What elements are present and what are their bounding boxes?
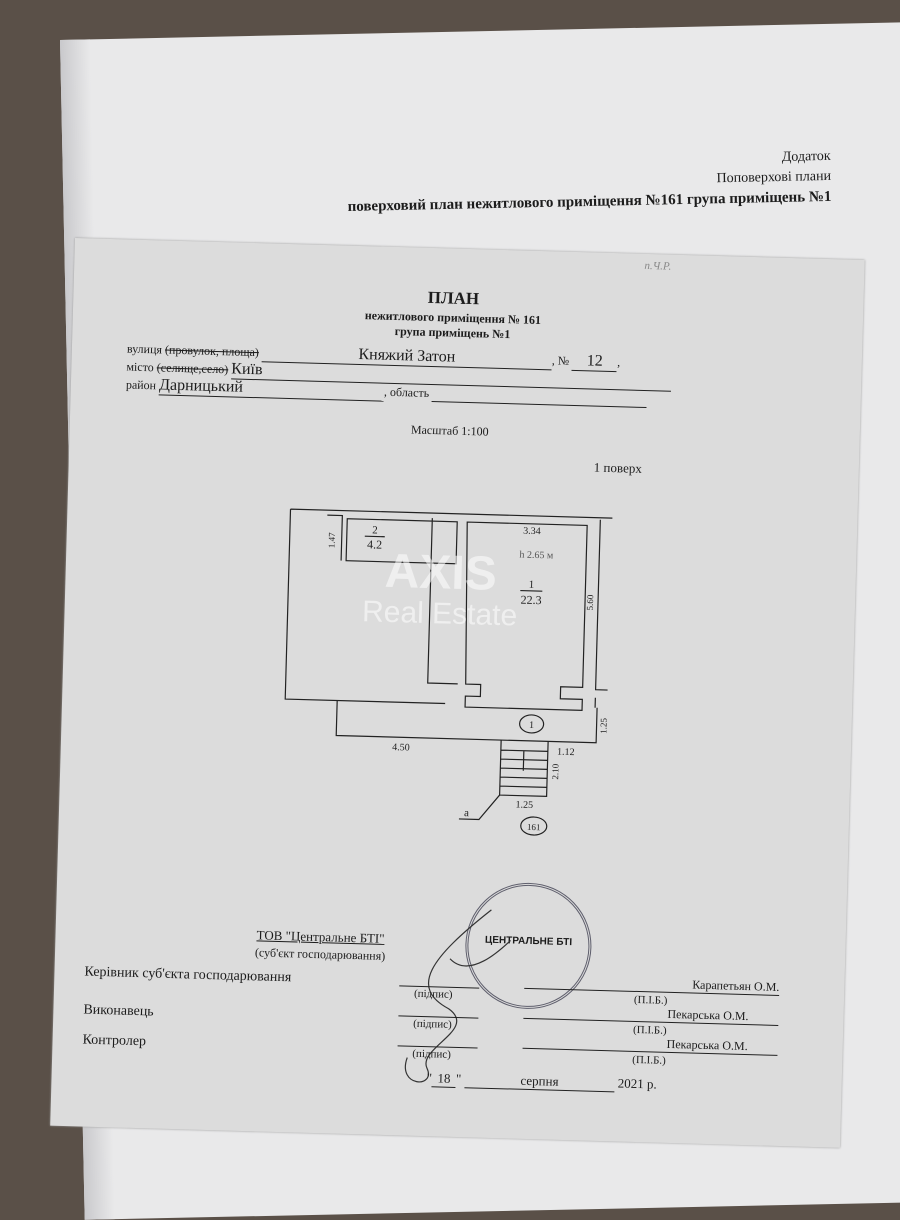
number-label: , № — [551, 353, 570, 368]
plan-sheet: п.Ч.Р. ПЛАН нежитлового приміщення № 161… — [50, 238, 865, 1148]
room-height: h 2.65 м — [519, 550, 554, 562]
name-caption: (П.І.Б.) — [632, 1053, 666, 1067]
room2-dim: 1.47 — [326, 532, 336, 549]
room1-number: 1 — [529, 579, 535, 591]
room-1 — [464, 521, 588, 711]
entry-pointer — [458, 794, 501, 821]
entry-label: а — [464, 807, 469, 819]
city-label: місто — [126, 359, 154, 375]
dim-top: 3.34 — [523, 526, 541, 537]
district-label: район — [125, 377, 157, 393]
region-value — [431, 386, 648, 409]
name-caption: (П.І.Б.) — [632, 1023, 667, 1037]
room1-area: 22.3 — [520, 593, 541, 608]
appendix-label: Додаток — [781, 148, 831, 165]
scale-label: Масштаб 1:100 — [410, 422, 489, 439]
dim-porch-w: 4.50 — [392, 742, 410, 753]
person-name: Пекарська О.М. — [522, 1032, 778, 1056]
stairs — [498, 740, 549, 798]
porch-marker — [519, 714, 545, 734]
floor-label: 1 поверх — [593, 459, 643, 476]
room2-area: 4.2 — [367, 537, 382, 551]
dim-right: 5.60 — [585, 594, 595, 611]
sign-caption: (підпис) — [413, 987, 453, 1001]
signature-scribble — [404, 909, 511, 1083]
watermark-logo: AXIS Real Estate — [329, 545, 551, 633]
porch-label: 1 — [529, 720, 534, 731]
sign-caption: (підпис) — [413, 1017, 452, 1031]
person-name: Пекарська О.М. — [523, 1002, 779, 1026]
city-struck: (селище,село) — [156, 360, 229, 377]
street-label: вулиця — [126, 341, 163, 357]
unit-marker — [520, 816, 548, 836]
corner-note: п.Ч.Р. — [644, 259, 672, 273]
role-label: Виконавець — [83, 1002, 154, 1020]
region-label: , область — [383, 384, 430, 400]
dim-stair-offset: 1.12 — [557, 747, 575, 758]
dim-porch-h: 1.25 — [598, 717, 608, 734]
room2-number: 2 — [372, 524, 378, 536]
role-label: Контролер — [82, 1032, 147, 1050]
unit-label: 161 — [527, 822, 541, 832]
walls — [284, 508, 613, 836]
date-year: 2021 р. — [617, 1075, 657, 1092]
dim-stair-w: 1.25 — [515, 800, 533, 811]
dim-stair-len: 2.10 — [550, 763, 560, 780]
role-label: Керівник суб'єкта господарювання — [84, 964, 292, 986]
porch — [335, 700, 598, 744]
appendix-title: поверховий план нежитлового приміщення №… — [347, 188, 832, 216]
watermark-line1: AXIS — [384, 544, 498, 601]
date-day: 18 — [431, 1070, 457, 1088]
floor-plan: 2 4.2 1.47 3.34 h 2.65 м 1 22.3 5.60 1.2… — [284, 508, 613, 836]
street-struck: (провулок, площа) — [164, 342, 260, 360]
name-caption: (П.І.Б.) — [633, 993, 668, 1007]
watermark-line2: Real Estate — [361, 595, 518, 633]
appendix-subtitle: Поповерхові плани — [716, 168, 832, 187]
sign-caption: (підпис) — [412, 1047, 452, 1061]
room-2 — [345, 518, 458, 565]
